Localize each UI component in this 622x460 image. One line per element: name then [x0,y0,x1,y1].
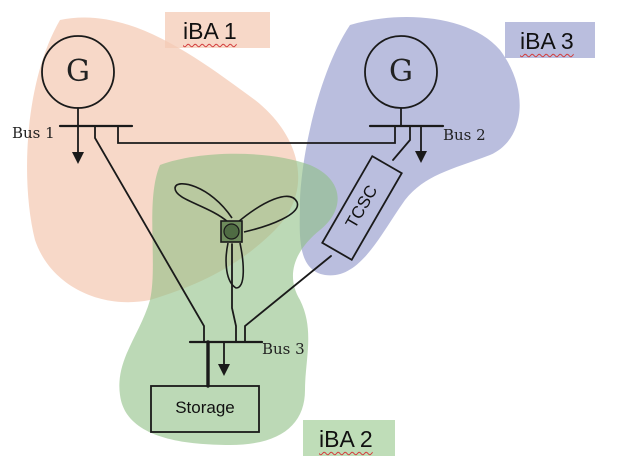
region-iba2 [119,153,338,445]
load-arrow-icon [72,152,84,164]
bus-label-3: Bus 3 [262,340,305,358]
region-label-iba1: iBA 1 [183,18,237,44]
generator-2-label: G [389,54,413,89]
wind-turbine-icon [174,183,299,289]
region-iba1-label-bg [165,12,270,48]
region-iba3 [299,17,520,276]
region-label-iba3: iBA 3 [520,28,574,54]
line-bus2-tcsc [392,125,411,161]
region-iba2-label-bg [303,420,395,456]
storage-label: Storage [175,398,235,417]
load-arrow-icon [218,364,230,376]
line-turbine-bus3 [231,243,237,343]
bus-label-2: Bus 2 [443,126,486,144]
region-label-iba2: iBA 2 [319,426,373,452]
load-arrow-icon [415,151,427,163]
line-bus1-bus3 [94,125,205,343]
region-iba3-label-bg [505,22,595,58]
storage-box [150,385,260,433]
line-bus1-bus2 [117,125,396,144]
bus-label-1: Bus 1 [12,124,55,142]
tcsc-box [321,154,403,262]
generator-1-label: G [66,54,90,89]
line-tcsc-bus3 [244,255,332,343]
